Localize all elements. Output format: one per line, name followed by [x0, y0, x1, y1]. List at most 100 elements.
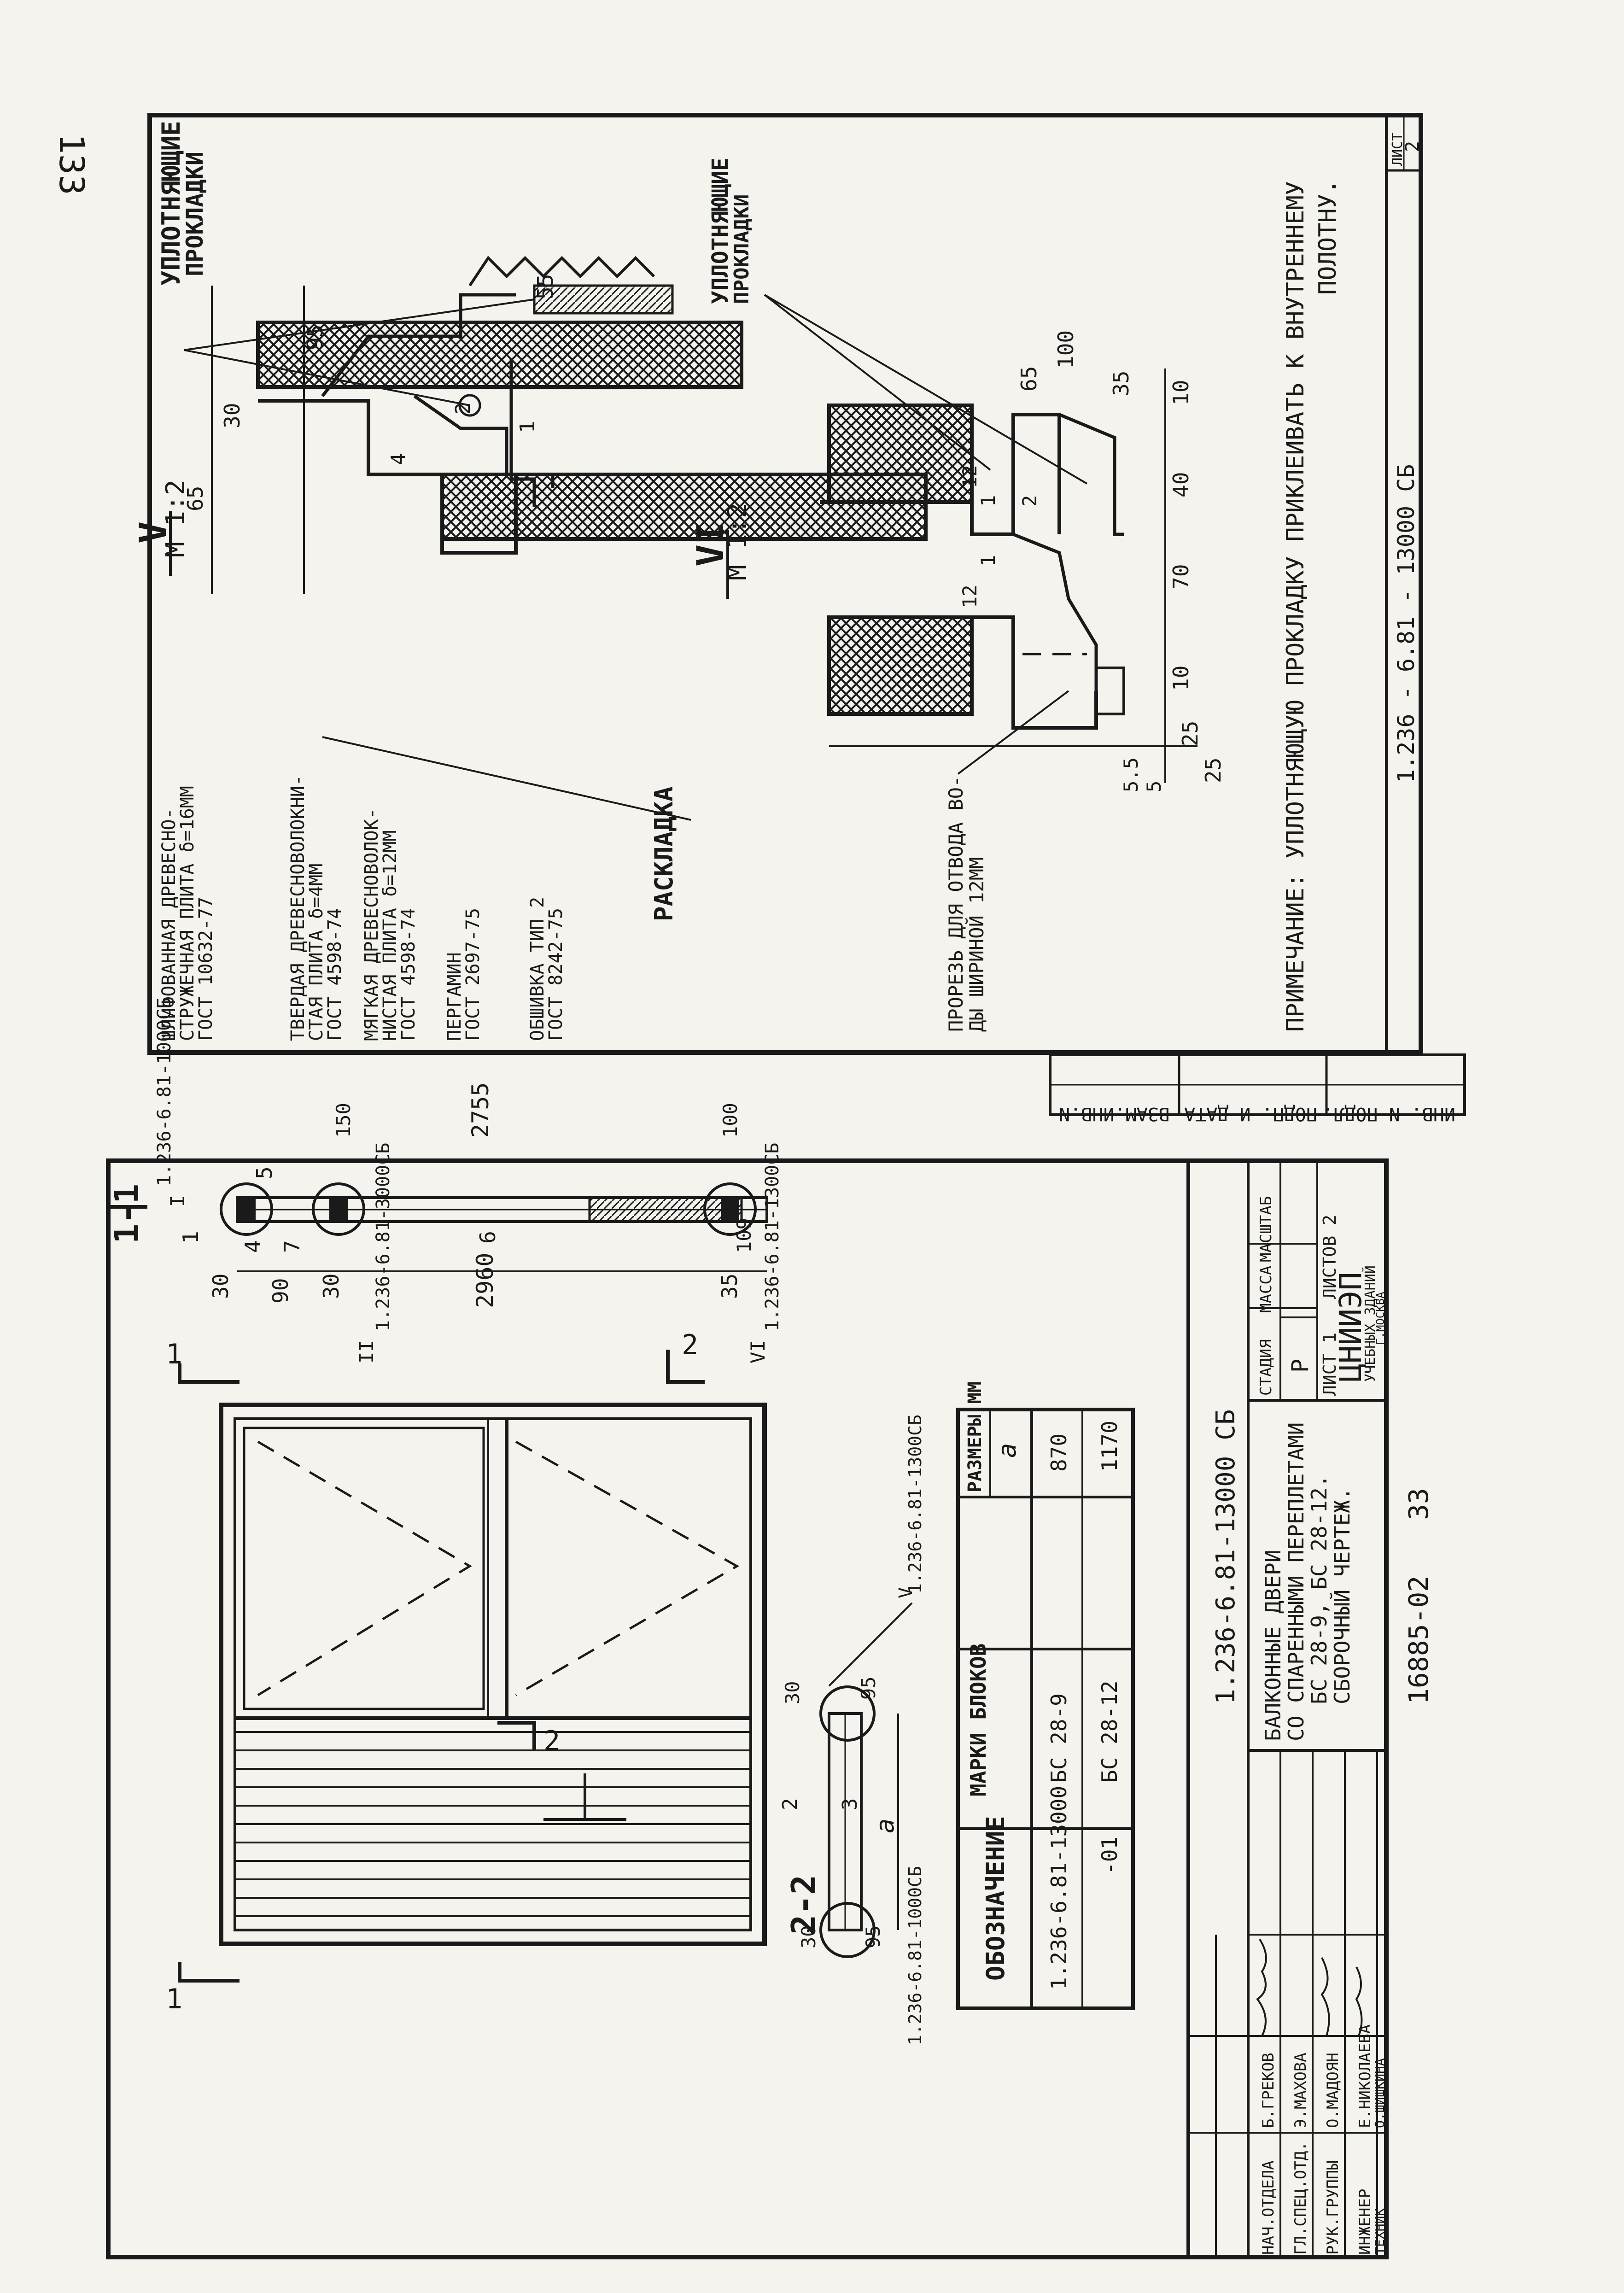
- plan-part-2: 2: [778, 1798, 802, 1811]
- vi-dim-10b: 10: [1168, 666, 1193, 691]
- signer-name-4: О.ШИШКИНА: [1372, 2058, 1387, 2128]
- panel-lining: [235, 1731, 751, 1917]
- plan-part-3: 3: [838, 1798, 862, 1811]
- right-doc-code: 1.236 - 6.81 - 13000 СБ: [1393, 464, 1420, 783]
- door-elevation: 1 1 2 2: [166, 1329, 767, 2015]
- table-header-marks: МАРКИ БЛОКОВ: [966, 1644, 991, 1796]
- dim-100: 100: [719, 1103, 742, 1138]
- vi-dim-12a: 12: [958, 465, 981, 488]
- signer-name-3: Е.НИКОЛАЕВА: [1356, 2024, 1374, 2128]
- right-sheet-number: 2: [1402, 141, 1423, 152]
- detail-VI-scale: М 1:2: [723, 503, 753, 580]
- vi-dim-40: 40: [1168, 472, 1193, 497]
- v-dim-65: 65: [183, 486, 208, 511]
- ref-callout-I: I: [166, 1195, 189, 1207]
- signature: [1256, 1938, 1267, 2036]
- sheet-number: ЛИСТ 1: [1320, 1333, 1340, 1396]
- board-upper: [256, 321, 743, 389]
- page-number: 133: [52, 134, 91, 195]
- left-doc-code: 1.236-6.81-13000 СБ: [1211, 1409, 1241, 1704]
- table-row-1-size: 1170: [1097, 1421, 1122, 1472]
- title-line-1: БАЛКОННЫЕ ДВЕРИ: [1261, 1550, 1285, 1741]
- table-row-0-size: 870: [1046, 1433, 1071, 1472]
- seal-label-2-line1: УПЛОТНЯЮЩИЕ: [707, 158, 733, 304]
- board3-line1: МЯГКАЯ ДРЕВЕСНОВОЛОК-: [361, 808, 382, 1041]
- raskladka-label: РАСКЛАДКА: [649, 786, 678, 921]
- ref-I-code: 1.236-6.81-1000СБ: [154, 998, 175, 1186]
- dim-35: 35: [717, 1274, 742, 1299]
- board1-line2: СТРУЖЕЧНАЯ ПЛИТА δ=16ММ: [177, 786, 198, 1041]
- mass-header: МАССА: [1257, 1266, 1275, 1313]
- strip-label-2: ИНВ. N ПОДЛ.: [1322, 1103, 1455, 1124]
- stage-header: СТАДИЯ: [1257, 1339, 1275, 1396]
- v-dim-30: 30: [220, 403, 245, 428]
- plan-dim-95b: 95: [862, 1925, 884, 1948]
- vi-dim-35: 35: [1109, 371, 1133, 396]
- vi-part-2: 2: [1018, 495, 1041, 507]
- spec-table: ОБОЗНАЧЕНИЕ МАРКИ БЛОКОВ РАЗМЕРЫ,ММ a 1.…: [956, 1381, 1135, 2010]
- ref-callout-III: II: [355, 1340, 378, 1363]
- table-row-0-mark: БС 28-9: [1046, 1693, 1071, 1783]
- ref-III-code: 1.236-6.81-3000СБ: [373, 1143, 394, 1331]
- detail-V-scale: М 1:2: [161, 480, 191, 557]
- org-city: Г.МОСКВА: [1374, 1292, 1387, 1345]
- board2-line1: ТВЕРДАЯ ДРЕВЕСНОВОЛОКНИ-: [287, 775, 309, 1041]
- table-header-a: a: [993, 1443, 1022, 1458]
- dim-150: 150: [332, 1103, 355, 1138]
- board1-line3: ГОСТ 10632-77: [195, 897, 216, 1041]
- board3-line2: НИСТАЯ ПЛИТА δ=12ММ: [380, 830, 401, 1041]
- slot-label-line2: ДЫ ШИРИНОЙ 12ММ: [965, 857, 988, 1032]
- board1-line1: ШЛИФОВАННАЯ ДРЕВЕСНО-: [158, 808, 180, 1041]
- ref-V-code: 1.236-6.81-1300СБ: [905, 1415, 925, 1594]
- seal-label-2-line2: ПРОКЛАДКИ: [730, 194, 754, 304]
- dim-30a: 30: [208, 1274, 233, 1299]
- vi-dim-25b: 25: [1201, 758, 1226, 783]
- signer-role-1: ГЛ.СПЕЦ.ОТД.: [1291, 2141, 1310, 2255]
- board4-line1: ПЕРГАМИН: [444, 952, 465, 1041]
- middle-strip: ВЗАМ.ИНВ.N ПОДП. И ДАТА ИНВ. N ПОДЛ.: [1049, 1053, 1466, 1124]
- dim-2960: 2960: [472, 1253, 498, 1308]
- ref-callout-VI: VI: [747, 1340, 769, 1363]
- seal-label-1-line2: ПРОКЛАДКИ: [181, 152, 208, 276]
- cut-mark-2-bottom: 2: [543, 1725, 560, 1757]
- section-1-1-label: 1-1: [107, 1184, 146, 1244]
- board3-line3: ГОСТ 4598-74: [398, 908, 419, 1041]
- detail-V-labels: УПЛОТНЯЮЩИЕ ПРОКЛАДКИ РАСКЛАДКА ШЛИФОВАН…: [157, 121, 691, 1041]
- scale-header: МАСШТАБ: [1257, 1196, 1275, 1262]
- dim-2755: 2755: [467, 1082, 494, 1138]
- board2-line3: ГОСТ 4598-74: [324, 908, 345, 1041]
- callout-VI: [703, 1182, 757, 1236]
- detail-V-label: V: [132, 521, 175, 544]
- cut-mark-1-top: 1: [166, 1338, 182, 1370]
- signer-name-1: Э.МАХОВА: [1291, 2053, 1310, 2128]
- vi-dim-12b: 12: [958, 585, 981, 608]
- sheets-total: ЛИСТОВ 2: [1320, 1215, 1340, 1299]
- plan-dim-95a: 95: [857, 1676, 880, 1700]
- title-block-left: 1.236-6.81-13000 СБ БАЛКОННЫЕ ДВЕРИ СО С…: [1186, 1159, 1388, 2259]
- dim-109: 109: [733, 1218, 755, 1253]
- vi-dim-5: 5: [1143, 781, 1165, 792]
- vi-dim-5.5: 5.5: [1120, 757, 1142, 792]
- board4-line2: ГОСТ 2697-75: [462, 908, 484, 1041]
- part-4: 4: [240, 1240, 265, 1253]
- table-row-1-mark: БС 28-12: [1097, 1680, 1122, 1783]
- signer-role-0: НАЧ.ОТДЕЛА: [1259, 2160, 1278, 2255]
- archive-number: 16885-02: [1403, 1576, 1434, 1704]
- callout-I: [220, 1182, 273, 1236]
- signature: [1320, 1957, 1330, 2036]
- archive-page: 33: [1403, 1488, 1434, 1520]
- title-line-3: БС 28-9, БС 28-12.: [1307, 1475, 1332, 1705]
- signer-role-4: ТЕХНИК: [1372, 2208, 1387, 2255]
- plan-dim-30b: 30: [797, 1925, 820, 1948]
- plan-dim-30a: 30: [781, 1681, 804, 1704]
- part-6: 6: [475, 1231, 500, 1244]
- section-2-2-label: 2-2: [784, 1875, 823, 1935]
- vi-dim-25a: 25: [1178, 721, 1203, 746]
- dim-90: 90: [268, 1278, 293, 1304]
- strip-label-1: ПОДП. И ДАТА: [1184, 1103, 1317, 1124]
- signer-role-3: ИНЖЕНЕР: [1356, 2189, 1374, 2255]
- section-2-2: 2-2 a 30 95 30 95 2 3 V 1.236-6.81-1300С…: [778, 1415, 925, 2045]
- vi-part-1b: 1: [977, 555, 999, 567]
- right-sheet-label: ЛИСТ: [1390, 133, 1406, 166]
